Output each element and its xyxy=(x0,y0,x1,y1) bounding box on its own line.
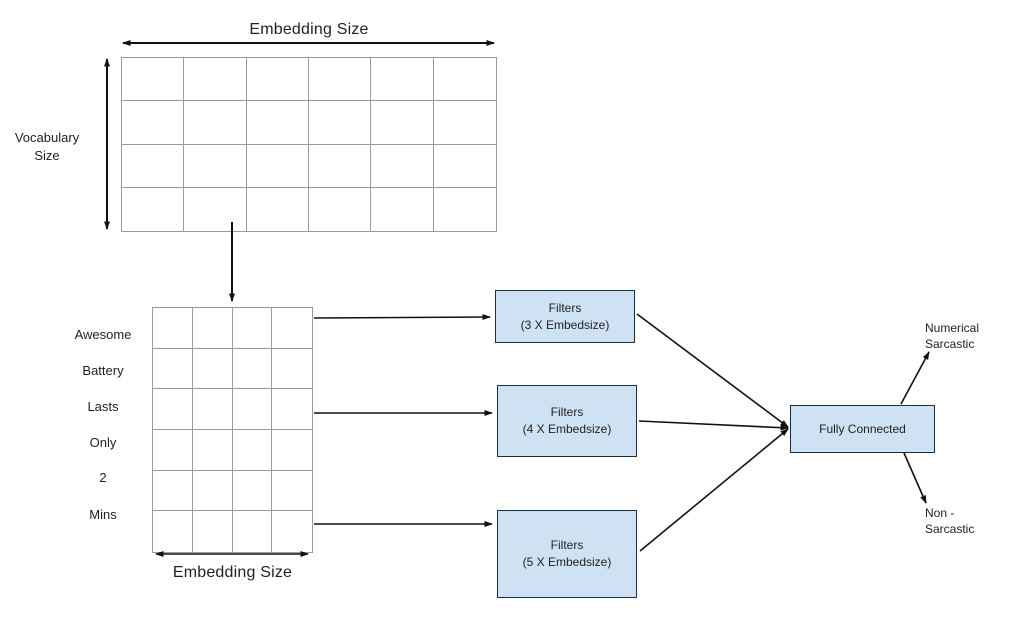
matrix-cell xyxy=(122,58,185,102)
matrix-cell xyxy=(434,188,496,231)
word-label-only: Only xyxy=(89,435,117,450)
filter-box-4x-subtitle: (4 X Embedsize) xyxy=(522,422,612,436)
filter-box-4x-title: Filters xyxy=(550,405,584,419)
matrix-cell xyxy=(153,511,193,552)
fc-to-non-sarcastic-arrow xyxy=(903,452,927,504)
matrix-cell xyxy=(193,511,233,552)
fully-connected-box: Fully Connected xyxy=(790,405,935,453)
filter-box-3x-title: Filters xyxy=(548,300,582,315)
matrix-cell xyxy=(153,389,193,430)
output-non-sarcastic-label: Non - Sarcastic xyxy=(925,505,974,537)
filter4-to-fc-arrow xyxy=(638,420,789,431)
word-label-mins: Mins xyxy=(89,507,117,522)
fc-to-sarcastic-arrow xyxy=(900,351,930,405)
matrix-cell xyxy=(232,348,273,390)
matrix-cell xyxy=(232,389,273,430)
matrix-cell xyxy=(192,470,233,512)
vocabulary-matrix-grid xyxy=(121,57,497,232)
matrix-cell xyxy=(232,308,273,349)
matrix-cell xyxy=(272,471,312,512)
word-label-awesome: Awesome xyxy=(74,327,132,342)
matrix-cell xyxy=(153,470,193,512)
word-label-battery: Battery xyxy=(82,363,124,378)
filter-box-5x: Filters (5 X Embedsize) xyxy=(497,510,637,598)
output-sarcastic-label: Numerical Sarcastic xyxy=(925,320,979,352)
matrix-cell xyxy=(371,58,434,102)
matrix-cell xyxy=(246,144,309,188)
sentence-to-filter3-arrow xyxy=(313,314,491,321)
matrix-cell xyxy=(192,430,233,471)
word-label-2: 2 xyxy=(99,470,107,485)
filter-box-5x-subtitle: (5 X Embedsize) xyxy=(522,555,612,569)
matrix-cell xyxy=(272,511,312,552)
matrix-cell xyxy=(233,511,273,552)
output-sarcastic-line1: Numerical xyxy=(925,321,980,335)
filter5-to-fc-arrow xyxy=(639,428,789,552)
matrix-cell xyxy=(371,144,434,188)
output-non-sarcastic-line2: Sarcastic xyxy=(925,522,975,536)
matrix-cell xyxy=(122,101,185,145)
matrix-cell xyxy=(309,187,372,231)
matrix-cell xyxy=(433,58,496,102)
matrix-cell xyxy=(246,101,309,145)
matrix-cell xyxy=(122,144,185,188)
filter-box-4x: Filters (4 X Embedsize) xyxy=(497,385,637,457)
matrix-cell xyxy=(272,308,312,349)
matrix-cell xyxy=(308,101,372,145)
matrix-cell xyxy=(184,144,247,188)
matrix-cell xyxy=(192,389,233,430)
matrix-cell xyxy=(272,430,312,471)
matrix-cell xyxy=(433,101,496,145)
vocabulary-size-line1: Vocabulary xyxy=(14,130,80,145)
matrix-cell xyxy=(371,101,434,145)
matrix-cell xyxy=(122,187,185,231)
matrix-cell xyxy=(247,187,309,231)
filter-box-5x-title: Filters xyxy=(550,538,584,552)
matrix-cell xyxy=(192,348,233,390)
matrix-cell xyxy=(272,349,312,390)
matrix-cell xyxy=(272,389,312,430)
matrix-cell xyxy=(308,144,372,188)
matrix-cell xyxy=(308,58,372,102)
matrix-cell xyxy=(153,308,193,349)
matrix-cell xyxy=(153,430,193,471)
matrix-cell xyxy=(192,308,233,349)
output-sarcastic-line2: Sarcastic xyxy=(925,337,975,351)
embedding-size-bottom-label: Embedding Size xyxy=(172,564,293,581)
fully-connected-label: Fully Connected xyxy=(819,421,906,436)
matrix-cell xyxy=(184,101,247,145)
vocabulary-size-label: Vocabulary Size xyxy=(6,129,88,165)
matrix-cell xyxy=(433,145,496,188)
filter3-to-fc-arrow xyxy=(636,313,789,428)
vocabulary-size-line2: Size xyxy=(34,148,60,163)
embedding-size-top-label: Embedding Size xyxy=(249,21,369,38)
matrix-cell xyxy=(184,58,247,102)
matrix-cell xyxy=(153,348,193,390)
matrix-cell xyxy=(246,58,309,102)
matrix-cell xyxy=(184,187,247,231)
filter-box-3x-subtitle: (3 X Embedsize) xyxy=(520,317,610,332)
matrix-cell xyxy=(232,470,273,512)
filter-box-3x: Filters (3 X Embedsize) xyxy=(495,290,635,343)
matrix-cell xyxy=(232,430,273,471)
sentence-matrix-grid xyxy=(152,307,313,553)
output-non-sarcastic-line1: Non - xyxy=(925,506,955,520)
matrix-cell xyxy=(371,187,434,231)
word-label-lasts: Lasts xyxy=(87,399,119,414)
